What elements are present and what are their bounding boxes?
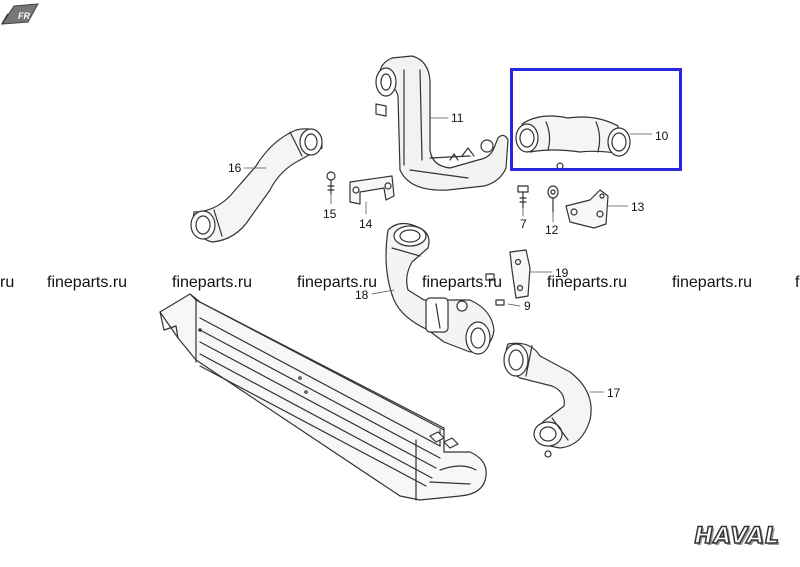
watermark-fragment: ru <box>0 274 15 291</box>
highlight-box <box>510 68 682 171</box>
part-12-nut <box>547 185 559 213</box>
callout-12[interactable]: 12 <box>545 223 559 237</box>
callout-15[interactable]: 15 <box>323 207 337 221</box>
part-10-hose <box>515 115 631 170</box>
part-16-hose <box>190 128 323 243</box>
callout-9[interactable]: 9 <box>524 299 531 313</box>
callout-10[interactable]: 10 <box>655 129 669 143</box>
part-17-hose <box>503 342 592 458</box>
fr-direction-icon: FR <box>1 3 39 25</box>
callout-18[interactable]: 18 <box>355 288 369 302</box>
watermark: fineparts.ru <box>172 274 253 291</box>
part-11-pipe <box>375 55 509 191</box>
callout-7[interactable]: 7 <box>520 217 527 231</box>
callout-14[interactable]: 14 <box>359 217 373 231</box>
callout-13[interactable]: 13 <box>631 200 645 214</box>
part-18-hose <box>385 222 495 355</box>
callout-19[interactable]: 19 <box>555 266 569 280</box>
watermark: fineparts.ru <box>547 274 628 291</box>
watermark: fineparts.ru <box>672 274 753 291</box>
part-14-bracket <box>349 175 395 205</box>
fr-label: FR <box>18 11 30 21</box>
callout-16[interactable]: 16 <box>228 161 242 175</box>
watermark: fineparts.ru <box>47 274 128 291</box>
watermark: fineparts.ru <box>297 274 378 291</box>
watermark-edge: f <box>795 274 800 291</box>
intercooler <box>159 293 487 501</box>
brand-logo: HAVAL <box>694 523 780 550</box>
callout-17[interactable]: 17 <box>607 386 621 400</box>
part-13-bracket <box>565 189 609 229</box>
leader-lines <box>243 117 653 393</box>
part-7-bolt <box>517 185 529 209</box>
callout-11[interactable]: 11 <box>451 111 464 125</box>
watermark: fineparts.ru <box>422 274 503 291</box>
part-15-bolt <box>326 171 336 195</box>
part-19-bracket <box>485 249 531 306</box>
